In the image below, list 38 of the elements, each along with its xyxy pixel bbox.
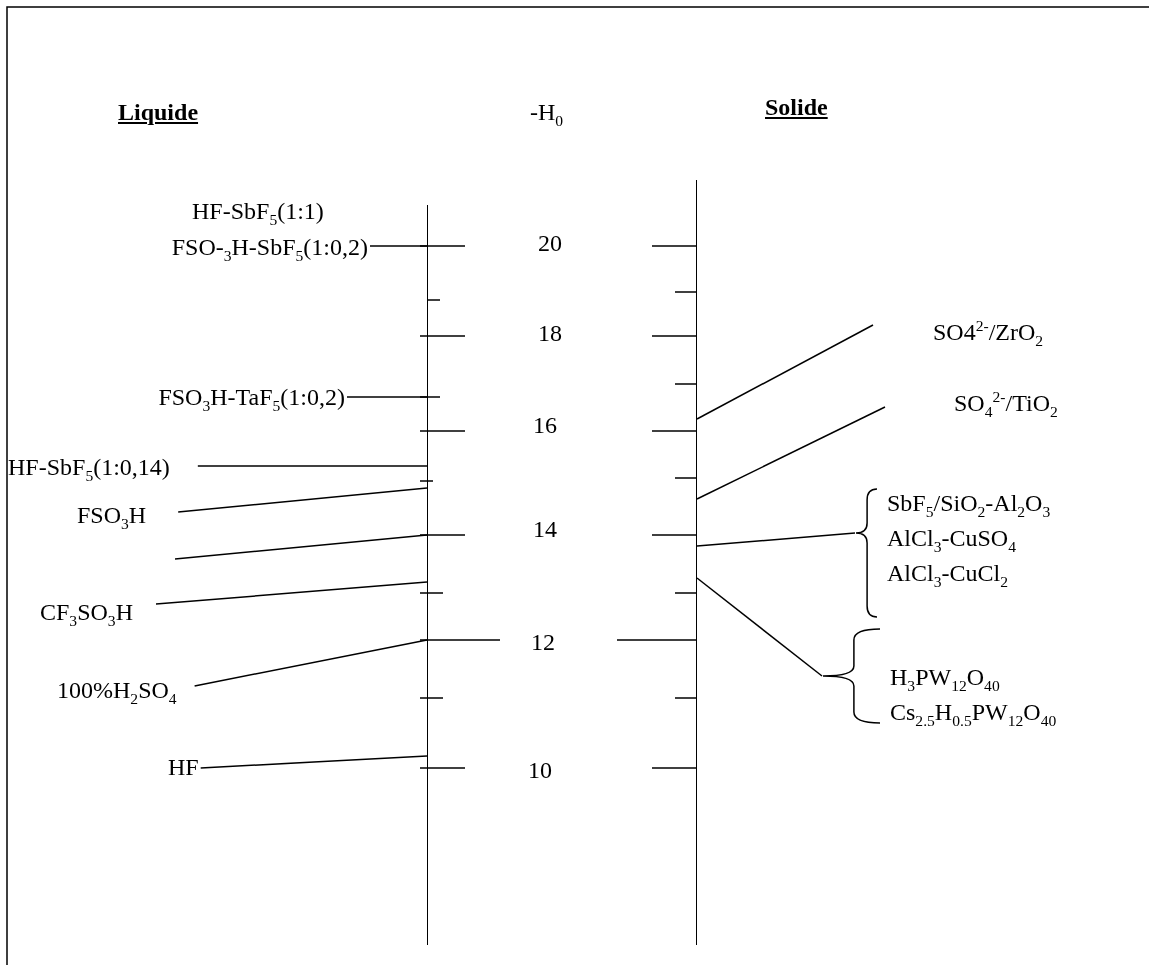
scale-value: 14 bbox=[533, 515, 557, 544]
column-heading: Solide bbox=[765, 93, 828, 122]
scale-value: 16 bbox=[533, 411, 557, 440]
scale-axis bbox=[696, 180, 697, 945]
scale-axis bbox=[427, 205, 428, 945]
compound-label: CF$_{3}$SO$_{3}$H bbox=[40, 597, 133, 627]
compound-label: FSO-$_{3}$H-SbF$_{5}$(1:0,2) bbox=[171, 232, 368, 262]
compound-label: 100%H$_{2}$SO$_{4}$ bbox=[57, 675, 177, 705]
scale-value: 10 bbox=[528, 756, 552, 785]
leader-line bbox=[696, 324, 874, 420]
leader-line bbox=[696, 406, 886, 500]
leader-line bbox=[369, 245, 428, 247]
leader-line bbox=[193, 639, 428, 687]
scale-value: 12 bbox=[531, 628, 555, 657]
column-heading: Liquide bbox=[118, 98, 199, 127]
leader-line bbox=[696, 577, 823, 677]
compound-label: AlCl$_{3}$-CuSO$_{4}$ bbox=[887, 524, 1016, 553]
leader-line bbox=[199, 755, 428, 769]
compound-label: SO4$^{2-}$/ZrO$_{2}$ bbox=[933, 317, 1044, 347]
compound-label: SO$_{4}$$^{2-}$/TiO$_{2}$ bbox=[954, 388, 1058, 418]
leader-line bbox=[177, 487, 428, 513]
scale-value: 18 bbox=[538, 319, 562, 348]
compound-label: HF-SbF$_{5}$(1:1) bbox=[192, 197, 324, 226]
compound-label: Cs$_{2.5}$H$_{0.5}$PW$_{12}$O$_{40}$ bbox=[890, 698, 1057, 727]
leader-line bbox=[346, 396, 428, 398]
compound-label: FSO$_{3}$H bbox=[77, 500, 147, 530]
compound-label: AlCl$_{3}$-CuCl$_{2}$ bbox=[887, 559, 1008, 588]
compound-label: H$_{3}$PW$_{12}$O$_{40}$ bbox=[890, 663, 1000, 692]
compound-label: HF-SbF$_{5}$(1:0,14) bbox=[8, 452, 170, 482]
scale-title: -H$_{0}$ bbox=[530, 98, 564, 127]
compound-label: FSO$_{3}$H-TaF$_{5}$(1:0,2) bbox=[158, 382, 345, 412]
leader-line bbox=[696, 532, 856, 547]
leader-line bbox=[197, 465, 428, 467]
leader-line bbox=[174, 534, 428, 560]
leader-line bbox=[155, 581, 428, 605]
scale-value: 20 bbox=[538, 229, 562, 258]
compound-label: HF bbox=[168, 752, 199, 782]
compound-label: SbF$_{5}$/SiO$_{2}$-Al$_{2}$O$_{3}$ bbox=[887, 489, 1051, 518]
